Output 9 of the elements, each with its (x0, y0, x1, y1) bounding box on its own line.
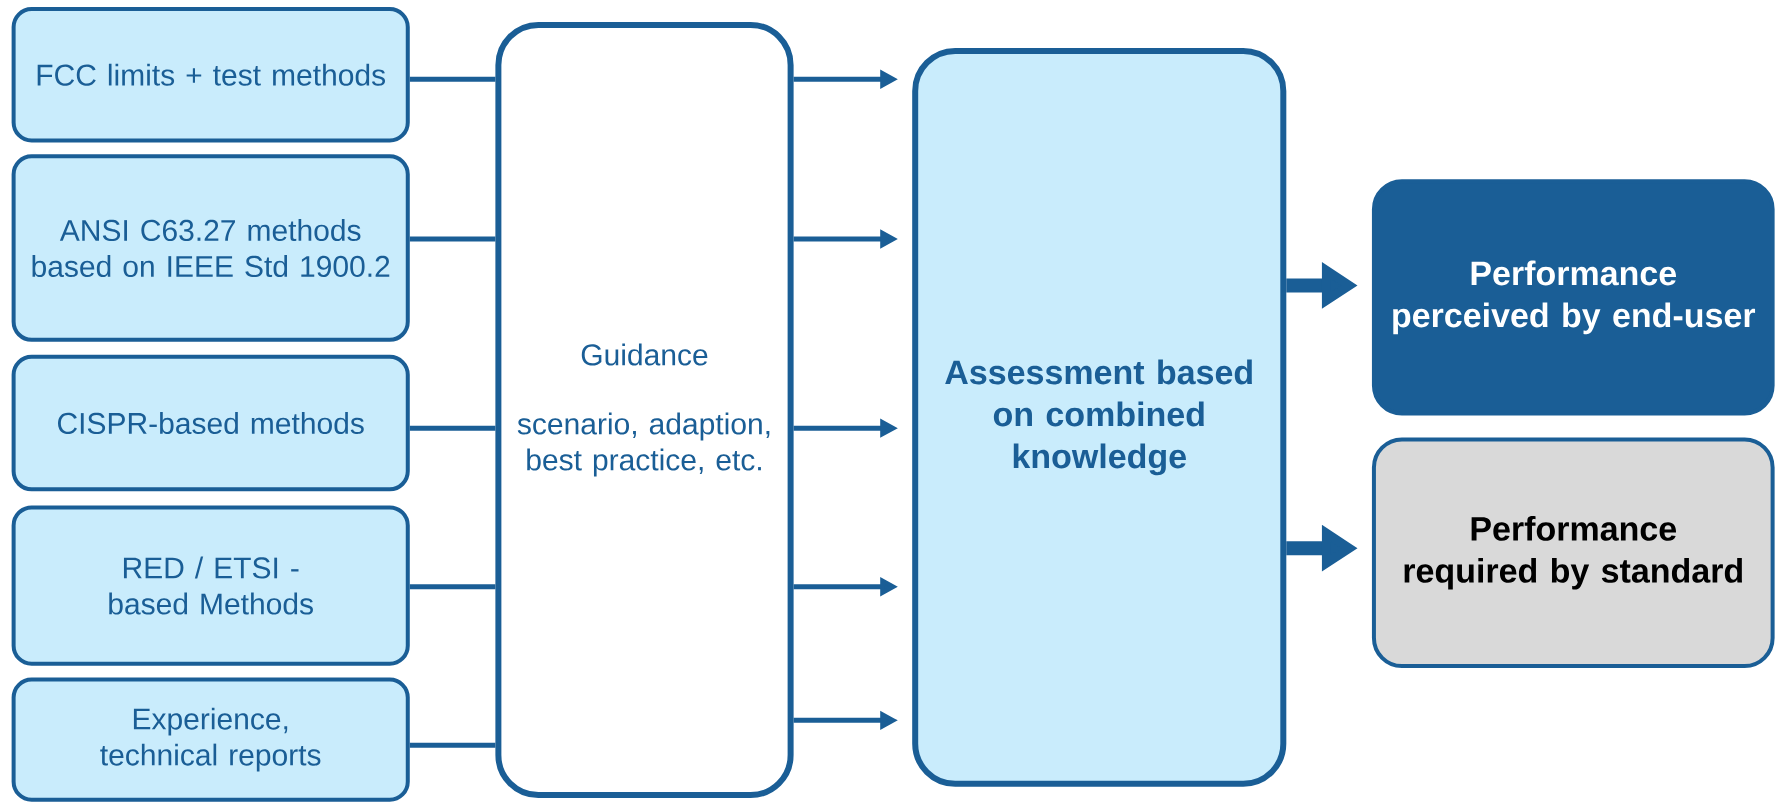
source-box: FCC limits + test methods (11, 7, 410, 143)
source-box: RED / ETSI -based Methods (11, 505, 410, 666)
outcome-box: Performance perceived by end-user (1371, 179, 1775, 416)
outcome-box: Performance required by standard (1371, 437, 1775, 668)
assessment-box: Assessment based on combined knowledge (912, 47, 1287, 787)
guidance-box: Guidance scenario, adaption, best practice, etc. (495, 21, 794, 799)
source-box: Experience, technical reports (11, 677, 410, 802)
source-box: CISPR-based methods (11, 354, 410, 492)
source-box: ANSI C63.27 methods based on IEEE Std 1900.2 (11, 154, 410, 342)
